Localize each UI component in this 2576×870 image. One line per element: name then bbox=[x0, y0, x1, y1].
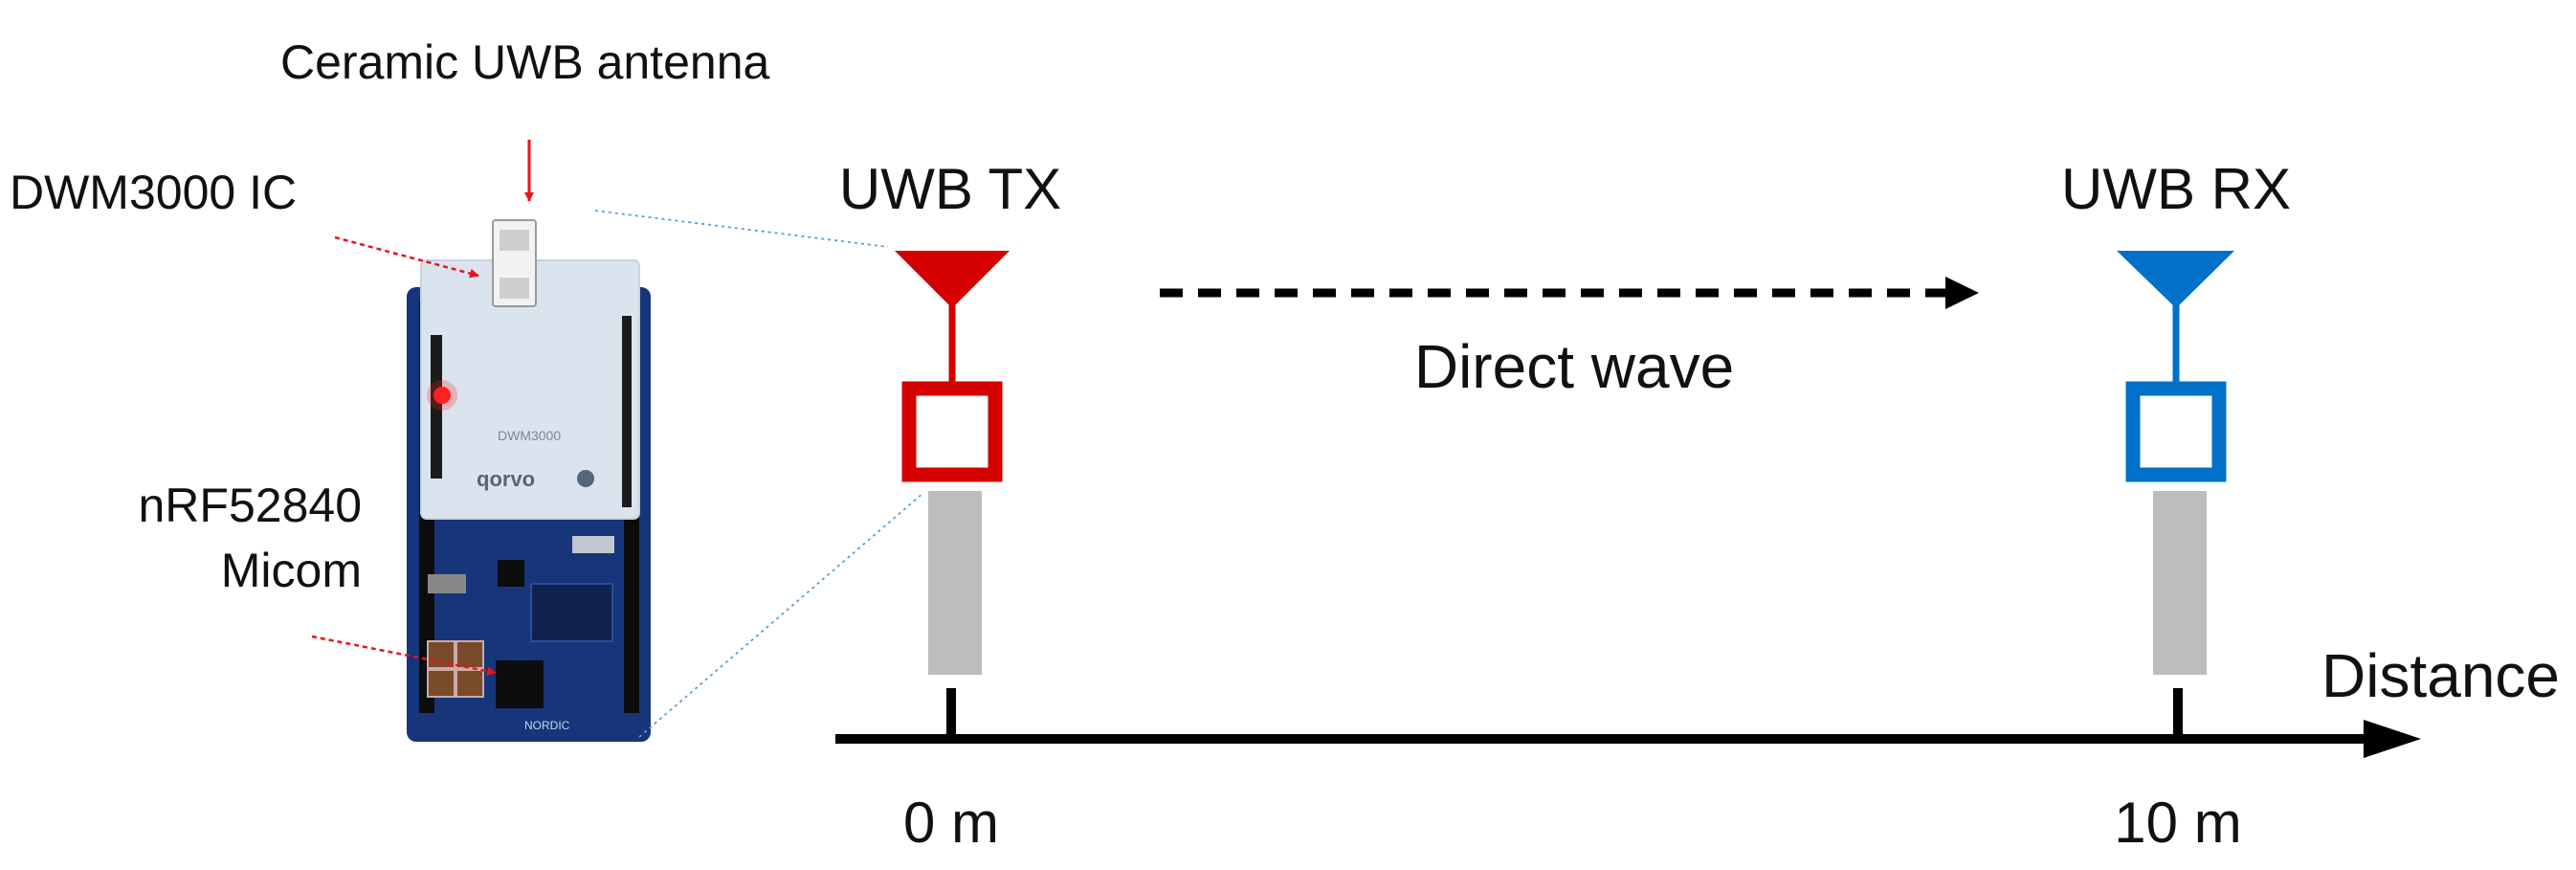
button-1 bbox=[427, 640, 455, 669]
ic-pointer bbox=[334, 235, 479, 279]
direct-wave-arrowhead bbox=[1945, 277, 1979, 309]
micom-label-line1: nRF52840 bbox=[139, 479, 363, 532]
button-2 bbox=[455, 640, 484, 669]
ic-label: DWM3000 IC bbox=[10, 166, 297, 219]
button-3 bbox=[427, 669, 455, 698]
tick-label-0: 0 m bbox=[903, 791, 999, 855]
board-model-mark: DWM3000 bbox=[498, 428, 561, 443]
rx-pole bbox=[2153, 491, 2207, 675]
rx-label: UWB RX bbox=[2061, 157, 2291, 221]
schematic: Distance 0 m 10 m UWB TX UWB RX Direct w… bbox=[835, 157, 2560, 855]
rx-box bbox=[2125, 381, 2227, 482]
tick-label-10: 10 m bbox=[2114, 791, 2241, 855]
distance-axis-arrowhead bbox=[2364, 720, 2421, 758]
callouts: Ceramic UWB antenna DWM3000 IC nRF52840 … bbox=[10, 35, 924, 738]
nrf52840-chip bbox=[496, 660, 544, 708]
micom-pointer bbox=[311, 635, 497, 677]
button-4 bbox=[455, 669, 484, 698]
micom-label-line2: Micom bbox=[221, 544, 362, 597]
tx-pole bbox=[928, 491, 982, 675]
antenna-label: Ceramic UWB antenna bbox=[280, 35, 769, 89]
tx-antenna-icon bbox=[895, 251, 1010, 308]
uwb-rx-device: UWB RX bbox=[2061, 157, 2291, 675]
base-brand-mark: NORDIC bbox=[524, 719, 570, 732]
tx-box bbox=[901, 381, 1003, 482]
zoom-guide-bottom bbox=[638, 492, 924, 738]
rx-antenna-icon bbox=[2117, 251, 2234, 308]
board-photo: qorvo DWM3000 NORDIC bbox=[407, 219, 651, 742]
uwb-tx-device: UWB TX bbox=[839, 157, 1061, 675]
board-brand-mark: qorvo bbox=[477, 467, 535, 491]
zoom-guide-top bbox=[594, 210, 889, 248]
axis-label: Distance bbox=[2321, 641, 2560, 710]
tx-label: UWB TX bbox=[839, 157, 1061, 221]
status-led bbox=[433, 387, 451, 404]
wave-label: Direct wave bbox=[1414, 332, 1734, 401]
